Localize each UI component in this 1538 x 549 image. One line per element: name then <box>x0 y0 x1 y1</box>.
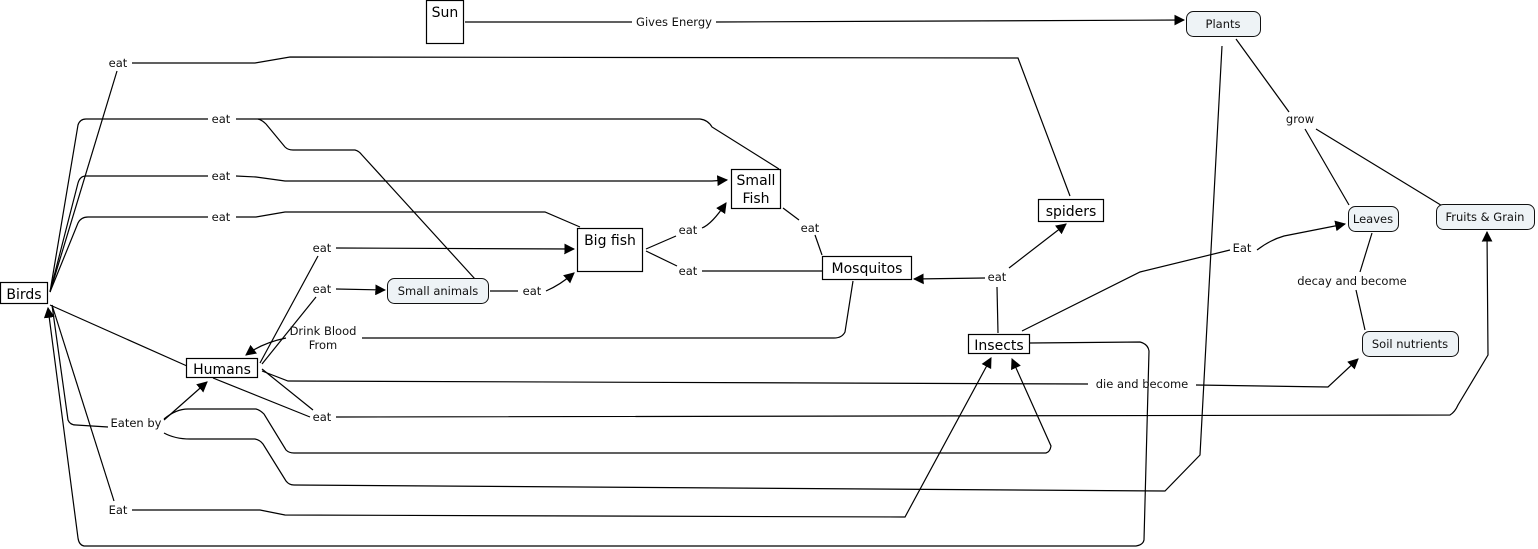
link-die: die and become <box>1096 377 1189 391</box>
concept-soil-nutrients-label: Soil nutrients <box>1372 337 1448 351</box>
link-gives-energy: Gives Energy <box>636 15 712 29</box>
concept-humans[interactable]: Humans <box>185 357 259 379</box>
edge-eat-bottom-insects <box>132 357 992 518</box>
edge-eat119-smallanimals <box>257 118 476 280</box>
edge-smallfish-eat-b <box>814 234 823 256</box>
edge-birds-eat-217 <box>49 216 208 293</box>
concept-birds-label: Birds <box>6 287 41 303</box>
concept-fruits-grain-label: Fruits & Grain <box>1446 210 1525 224</box>
edge-humans-eat-sa-a <box>261 296 317 365</box>
concept-leaves[interactable]: Leaves <box>1348 206 1399 232</box>
edge-insects-eat-leaves-b <box>1256 220 1347 251</box>
link-birds-eat-small-fish: eat <box>212 169 231 183</box>
edge-mosq-drinkblood <box>362 280 854 339</box>
concept-sun-label: Sun <box>432 5 459 21</box>
concept-plants-label: Plants <box>1206 17 1241 31</box>
edge-eat-top-spiders <box>132 56 1071 197</box>
edge-energy-plants <box>715 14 1186 26</box>
edge-humans-eat-bigfish-b <box>335 243 576 255</box>
link-birds-eat-big-fish: eat <box>212 210 231 224</box>
link-birds-eat-insects: Eat <box>109 503 128 517</box>
edge-eat-fruits <box>335 230 1493 418</box>
concept-small-fish[interactable]: Small Fish <box>730 168 782 210</box>
concept-leaves-label: Leaves <box>1353 212 1393 226</box>
concept-plants[interactable]: Plants <box>1186 11 1261 37</box>
edge-bigfish-eat-mosq-a <box>645 250 678 267</box>
edge-plants-grow <box>1235 38 1290 113</box>
link-birds-eat-spiders: eat <box>109 56 128 70</box>
link-eaten-by: Eaten by <box>111 416 162 430</box>
edge-birds-eat-176 <box>49 175 208 293</box>
link-small-fish-eat-mosquitos: eat <box>801 221 820 235</box>
edge-insects-birds <box>43 306 1150 547</box>
edge-decay-soil <box>1355 289 1366 331</box>
concept-fruits-grain[interactable]: Fruits & Grain <box>1436 204 1535 230</box>
concept-small-fish-label-1: Small <box>737 173 776 189</box>
edge-birds-eatenby <box>51 304 109 428</box>
edge-eat119-smallfish <box>236 118 780 170</box>
edge-birds-eat-119 <box>49 118 208 293</box>
link-humans-eat-small-animals: eat <box>313 282 332 296</box>
edge-grow-leaves <box>1304 128 1350 206</box>
link-big-fish-eat-mosquitos: eat <box>679 264 698 278</box>
edge-bigfish-eat-smallfish-a <box>645 235 677 250</box>
concept-big-fish[interactable]: Big fish <box>576 227 644 273</box>
link-grow: grow <box>1286 112 1314 126</box>
link-big-fish-eat-small-fish: eat <box>679 223 698 237</box>
edge-grow-fruits <box>1315 128 1445 208</box>
link-birds-eat-small-animals: eat <box>212 112 231 126</box>
link-decay: decay and become <box>1297 274 1407 288</box>
concept-insects[interactable]: Insects <box>967 333 1031 355</box>
concept-soil-nutrients[interactable]: Soil nutrients <box>1362 331 1459 357</box>
edge-eatenby-insects <box>163 358 1052 454</box>
concept-spiders[interactable]: spiders <box>1037 198 1105 223</box>
edge-humans-eat-fruits-a <box>212 377 311 418</box>
concept-spiders-label: spiders <box>1046 204 1097 220</box>
edge-eat-spiders <box>1008 223 1067 269</box>
edge-sa-eat-bigfish <box>545 272 575 292</box>
edge-smallfish-eat-a <box>782 207 800 221</box>
concept-humans-label: Humans <box>193 362 251 378</box>
edge-eatenby-plants <box>163 45 1223 492</box>
edge-eat176-smallfish <box>235 175 729 187</box>
concept-birds[interactable]: Birds <box>0 281 49 305</box>
concept-mosquitos[interactable]: Mosquitos <box>821 255 913 281</box>
concept-small-fish-label-2: Fish <box>742 191 769 207</box>
edge-drinkblood-humans <box>245 337 287 356</box>
edge-leaves-decay <box>1359 232 1373 273</box>
link-humans-eat-big-fish: eat <box>313 241 332 255</box>
link-labels: Gives Energy eat eat eat eat eat eat eat… <box>109 15 1407 517</box>
link-insects-eat: eat <box>988 270 1007 284</box>
edge-humans-eat-fruits-b <box>261 368 314 411</box>
edge-birds-humans <box>49 304 188 367</box>
concept-nodes: Sun Plants Birds Humans Small animals Bi… <box>0 0 1535 379</box>
concept-small-animals-label: Small animals <box>398 284 479 298</box>
link-small-animals-eat: eat <box>523 284 542 298</box>
edge-bigfish-eat-smallfish-b <box>701 202 727 229</box>
edge-eat217-bigfish <box>236 211 581 228</box>
edge-eat-mosquitos <box>912 273 986 285</box>
concept-insects-label: Insects <box>974 338 1023 354</box>
concept-mosquitos-label: Mosquitos <box>832 261 903 277</box>
link-humans-eat-plants: eat <box>313 410 332 424</box>
edge-humans-eat-bigfish-a <box>259 255 319 364</box>
edge-birds-eat-bottom <box>51 304 115 502</box>
concept-sun[interactable]: Sun <box>425 0 465 45</box>
link-drink-blood-1: Drink Blood <box>290 324 357 338</box>
edge-insects-eat-leaves-a <box>1021 249 1231 332</box>
edge-humans-eat-sa-b <box>335 284 387 296</box>
edges <box>43 14 1493 547</box>
edge-birds-eat-top <box>49 70 118 293</box>
link-drink-blood-2: From <box>309 338 338 352</box>
concept-big-fish-label: Big fish <box>584 233 636 249</box>
edge-die-soil <box>1195 358 1359 388</box>
concept-small-animals[interactable]: Small animals <box>387 278 489 304</box>
edge-humans-die <box>261 370 1089 385</box>
link-insects-eat-leaves: Eat <box>1233 241 1252 255</box>
edge-insects-eat <box>996 286 999 334</box>
